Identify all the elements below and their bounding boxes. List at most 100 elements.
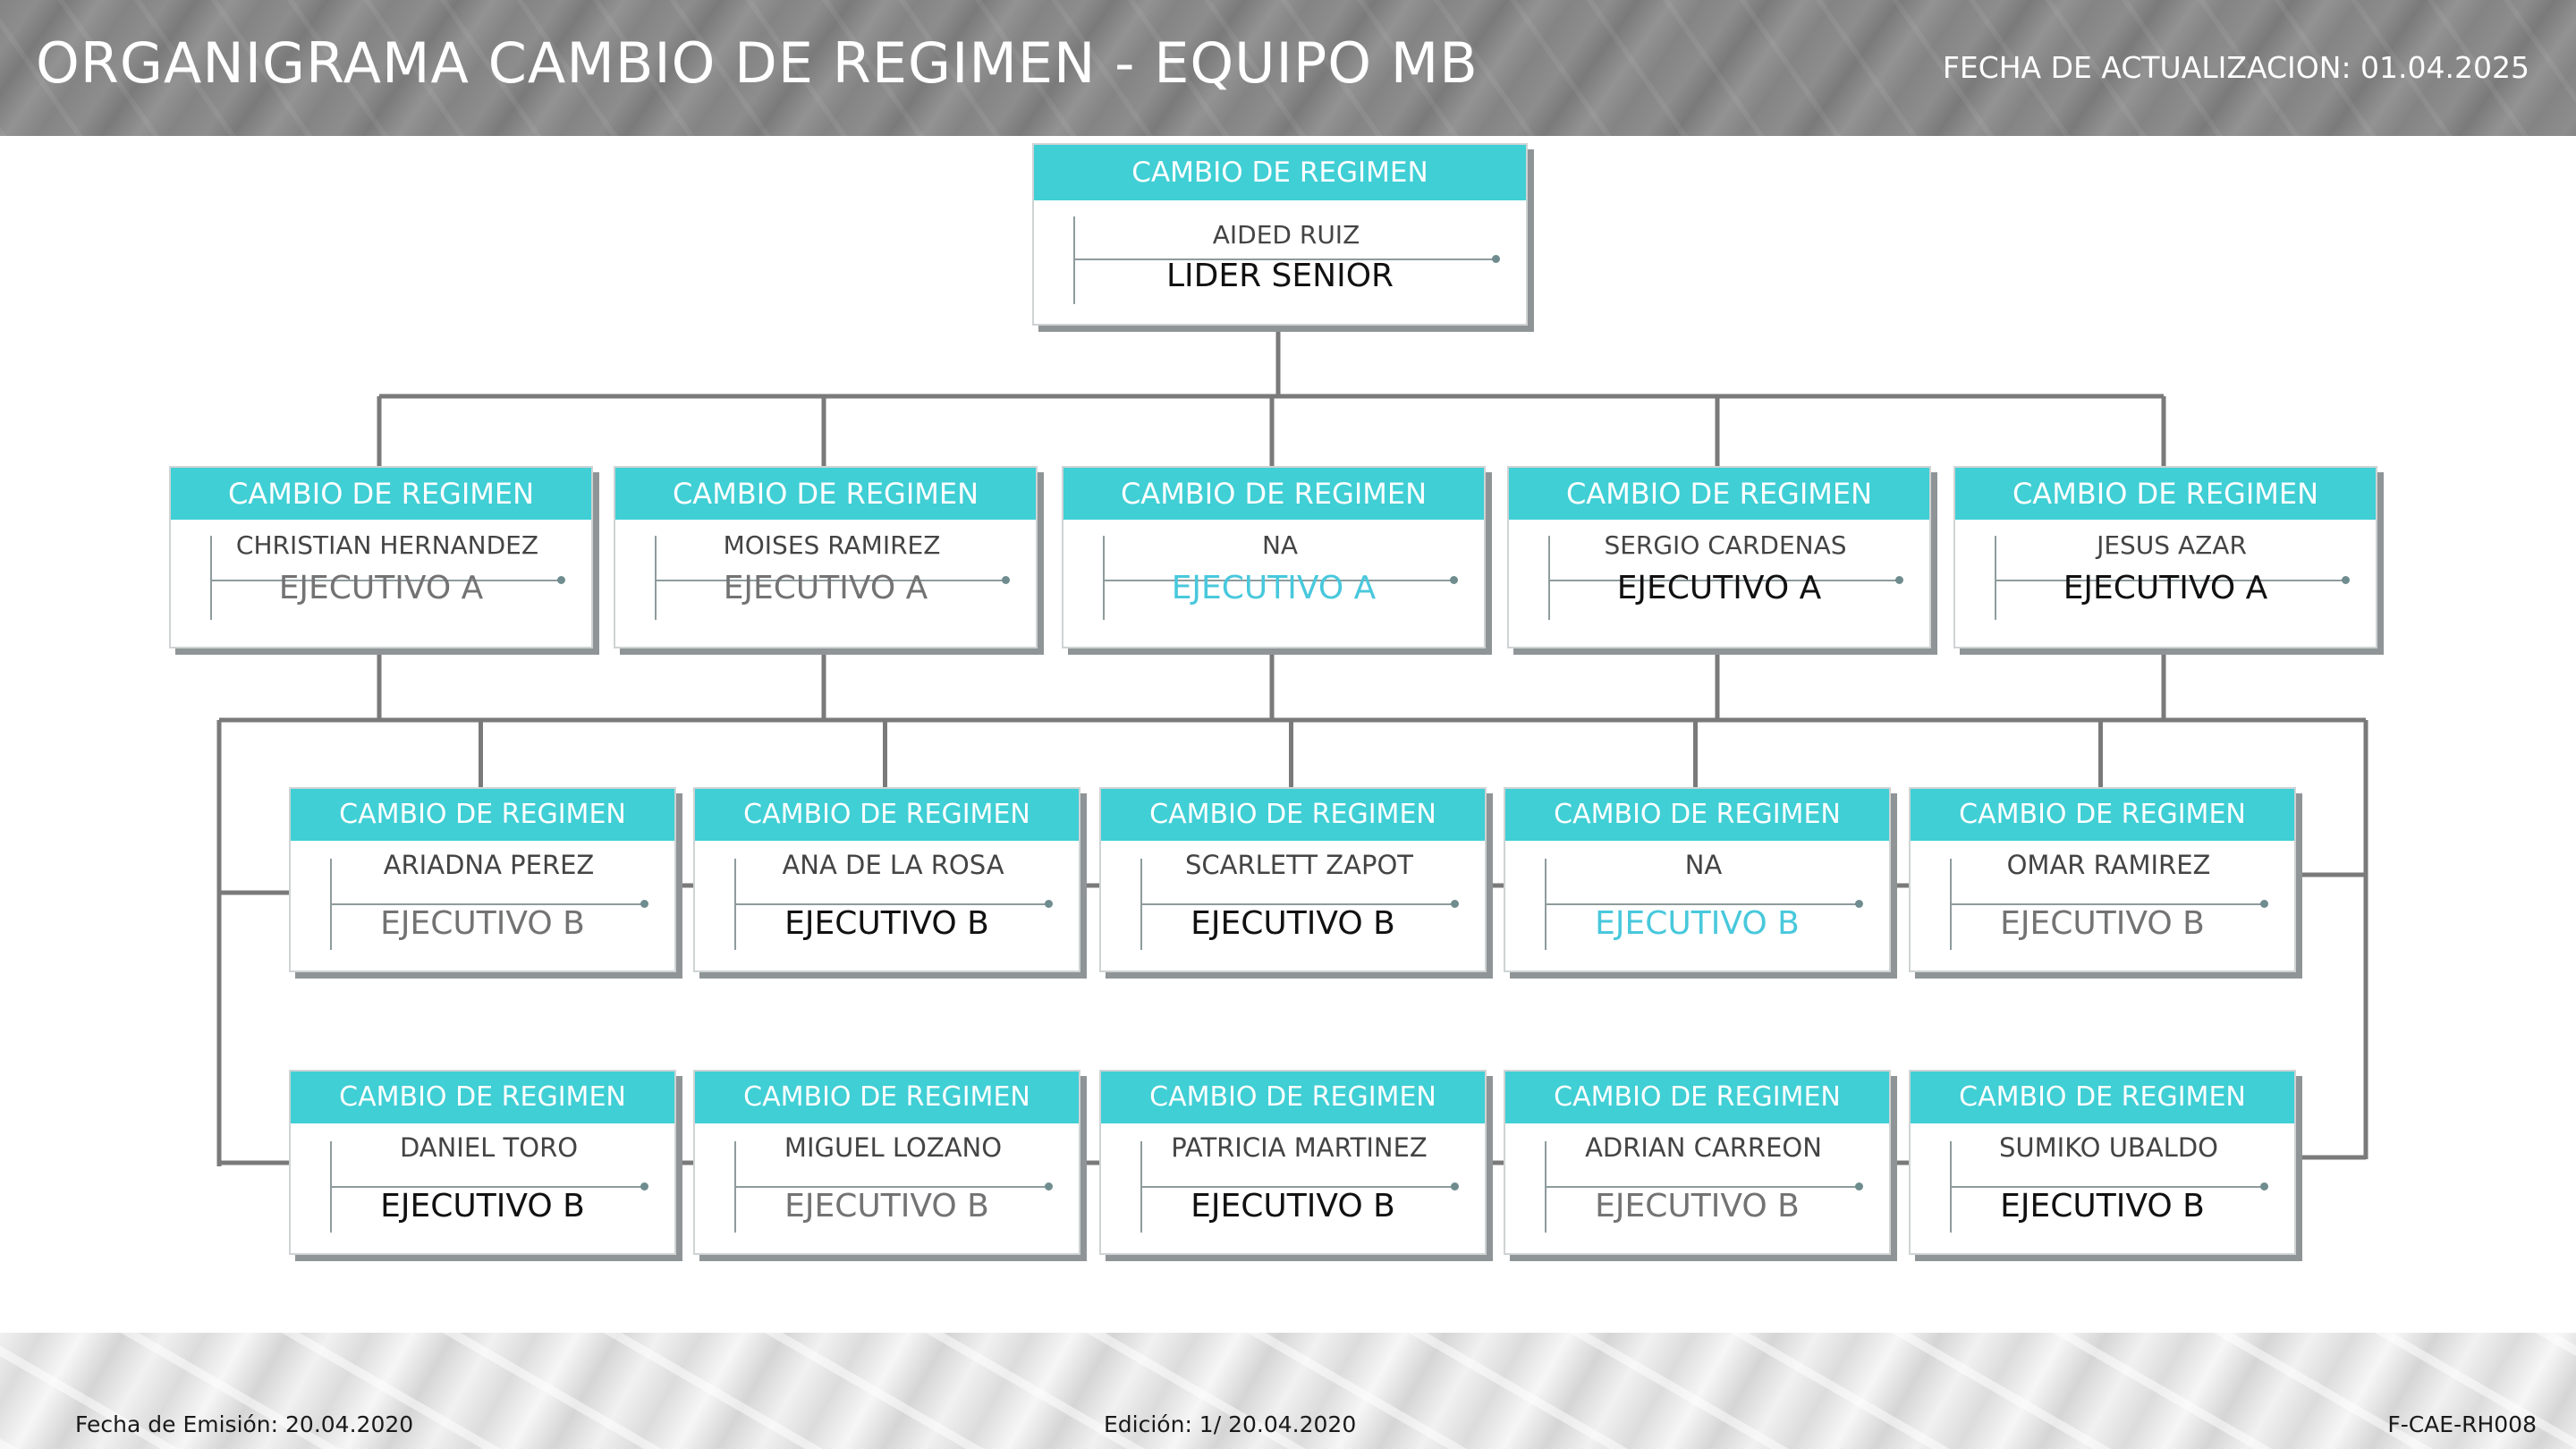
- card-title: CAMBIO DE REGIMEN: [615, 468, 1036, 520]
- card-bracket: [655, 536, 657, 620]
- card-role: EJECUTIVO A: [278, 570, 484, 606]
- card-role: EJECUTIVO B: [2000, 905, 2205, 942]
- card-role: EJECUTIVO A: [1616, 570, 1822, 606]
- card-divider: [1995, 580, 2347, 581]
- card-person-name: ARIADNA PEREZ: [383, 849, 595, 880]
- card-bracket: [1995, 536, 1996, 620]
- card-title: CAMBIO DE REGIMEN: [695, 1072, 1079, 1123]
- card-divider: [210, 580, 563, 581]
- card-divider: [655, 580, 1007, 581]
- card-person-name: PATRICIA MARTINEZ: [1171, 1131, 1428, 1163]
- card-divider: [734, 903, 1050, 905]
- card-person-name: ADRIAN CARREON: [1585, 1131, 1822, 1163]
- org-card-l3a-0: CAMBIO DE REGIMEN ARIADNA PEREZ EJECUTIVO …: [289, 787, 676, 972]
- card-title: CAMBIO DE REGIMEN: [1063, 468, 1484, 520]
- card-divider: [1548, 580, 1901, 581]
- card-divider-dot: [640, 1182, 648, 1191]
- card-divider-dot: [640, 900, 648, 908]
- footer-banner: [0, 1333, 2576, 1449]
- card-divider-dot: [1855, 900, 1863, 908]
- card-role: EJECUTIVO A: [1171, 570, 1377, 606]
- org-card-l3a-3: CAMBIO DE REGIMEN NA EJECUTIVO B: [1504, 787, 1891, 972]
- update-date: FECHA DE ACTUALIZACION: 01.04.2025: [1942, 50, 2529, 85]
- card-title: CAMBIO DE REGIMEN: [1509, 468, 1929, 520]
- org-card-l3b-1: CAMBIO DE REGIMEN MIGUEL LOZANO EJECUTIVO …: [693, 1070, 1080, 1255]
- card-person-name: NA: [1684, 849, 1723, 880]
- card-title: CAMBIO DE REGIMEN: [1911, 789, 2294, 841]
- card-divider-dot: [1855, 1182, 1863, 1191]
- card-bracket: [1073, 216, 1075, 304]
- card-divider: [330, 903, 646, 905]
- card-person-name: OMAR RAMIREZ: [2006, 849, 2211, 880]
- card-divider-dot: [1450, 576, 1458, 584]
- card-role: EJECUTIVO B: [1191, 905, 1395, 942]
- card-role: EJECUTIVO A: [2063, 570, 2268, 606]
- card-divider-dot: [2260, 1182, 2268, 1191]
- card-person-name: MOISES RAMIREZ: [723, 530, 941, 560]
- card-person-name: DANIEL TORO: [399, 1131, 579, 1163]
- card-divider-dot: [2342, 576, 2350, 584]
- card-divider: [330, 1186, 646, 1188]
- card-divider: [1140, 903, 1456, 905]
- card-title: CAMBIO DE REGIMEN: [1911, 1072, 2294, 1123]
- card-title: CAMBIO DE REGIMEN: [695, 789, 1079, 841]
- org-card-l3a-1: CAMBIO DE REGIMEN ANA DE LA ROSA EJECUTIVO…: [693, 787, 1080, 972]
- card-divider: [1073, 258, 1497, 260]
- card-role: EJECUTIVO B: [380, 1188, 585, 1224]
- org-card-l3a-4: CAMBIO DE REGIMEN OMAR RAMIREZ EJECUTIVO B: [1909, 787, 2296, 972]
- card-person-name: MIGUEL LOZANO: [784, 1131, 1003, 1163]
- card-divider: [1545, 1186, 1860, 1188]
- card-divider: [1950, 1186, 2266, 1188]
- page-title: ORGANIGRAMA CAMBIO DE REGIMEN - EQUIPO M…: [36, 30, 1479, 96]
- card-title: CAMBIO DE REGIMEN: [1505, 1072, 1889, 1123]
- card-role: EJECUTIVO B: [2000, 1188, 2205, 1224]
- card-person-name: AIDED RUIZ: [1212, 220, 1360, 250]
- card-person-name: SERGIO CARDENAS: [1604, 530, 1847, 560]
- org-card-l3b-0: CAMBIO DE REGIMEN DANIEL TORO EJECUTIVO B: [289, 1070, 676, 1255]
- footer-form-code: F-CAE-RH008: [2387, 1411, 2537, 1437]
- card-divider-dot: [1045, 1182, 1053, 1191]
- org-card-l3b-2: CAMBIO DE REGIMEN PATRICIA MARTINEZ EJECUT…: [1099, 1070, 1487, 1255]
- card-role: EJECUTIVO B: [1191, 1188, 1395, 1224]
- card-role: EJECUTIVO B: [1595, 905, 1800, 942]
- card-bracket: [1103, 536, 1105, 620]
- card-bracket: [210, 536, 212, 620]
- header-banner: ORGANIGRAMA CAMBIO DE REGIMEN - EQUIPO M…: [0, 0, 2576, 136]
- card-divider-dot: [1451, 1182, 1459, 1191]
- card-person-name: SCARLETT ZAPOT: [1185, 849, 1413, 880]
- card-person-name: ANA DE LA ROSA: [782, 849, 1004, 880]
- card-role: EJECUTIVO B: [784, 905, 989, 942]
- card-divider: [1545, 903, 1860, 905]
- card-title: CAMBIO DE REGIMEN: [1505, 789, 1889, 841]
- card-divider-dot: [1895, 576, 1903, 584]
- card-divider-dot: [2260, 900, 2268, 908]
- card-divider: [1103, 580, 1455, 581]
- footer-emission-date: Fecha de Emisión: 20.04.2020: [75, 1411, 414, 1437]
- card-bracket: [1548, 536, 1550, 620]
- card-person-name: NA: [1261, 530, 1299, 560]
- card-divider: [1140, 1186, 1456, 1188]
- org-card-l3a-2: CAMBIO DE REGIMEN SCARLETT ZAPOT EJECUTIVO…: [1099, 787, 1487, 972]
- card-role: EJECUTIVO B: [380, 905, 585, 942]
- org-card-l2-0: CAMBIO DE REGIMEN CHRISTIAN HERNANDEZ EJEC…: [169, 466, 593, 648]
- card-divider-dot: [1045, 900, 1053, 908]
- card-person-name: CHRISTIAN HERNANDEZ: [235, 530, 539, 560]
- card-title: CAMBIO DE REGIMEN: [291, 789, 674, 841]
- card-divider: [1950, 903, 2266, 905]
- card-divider-dot: [557, 576, 565, 584]
- card-title: CAMBIO DE REGIMEN: [1101, 1072, 1485, 1123]
- card-person-name: JESUS AZAR: [2097, 530, 2247, 560]
- card-title: CAMBIO DE REGIMEN: [1034, 145, 1526, 200]
- card-divider-dot: [1451, 900, 1459, 908]
- card-title: CAMBIO DE REGIMEN: [171, 468, 591, 520]
- card-divider: [734, 1186, 1050, 1188]
- footer-edition: Edición: 1/ 20.04.2020: [1104, 1411, 1357, 1437]
- card-role: EJECUTIVO A: [723, 570, 928, 606]
- card-title: CAMBIO DE REGIMEN: [291, 1072, 674, 1123]
- card-role: EJECUTIVO B: [784, 1188, 989, 1224]
- card-title: CAMBIO DE REGIMEN: [1101, 789, 1485, 841]
